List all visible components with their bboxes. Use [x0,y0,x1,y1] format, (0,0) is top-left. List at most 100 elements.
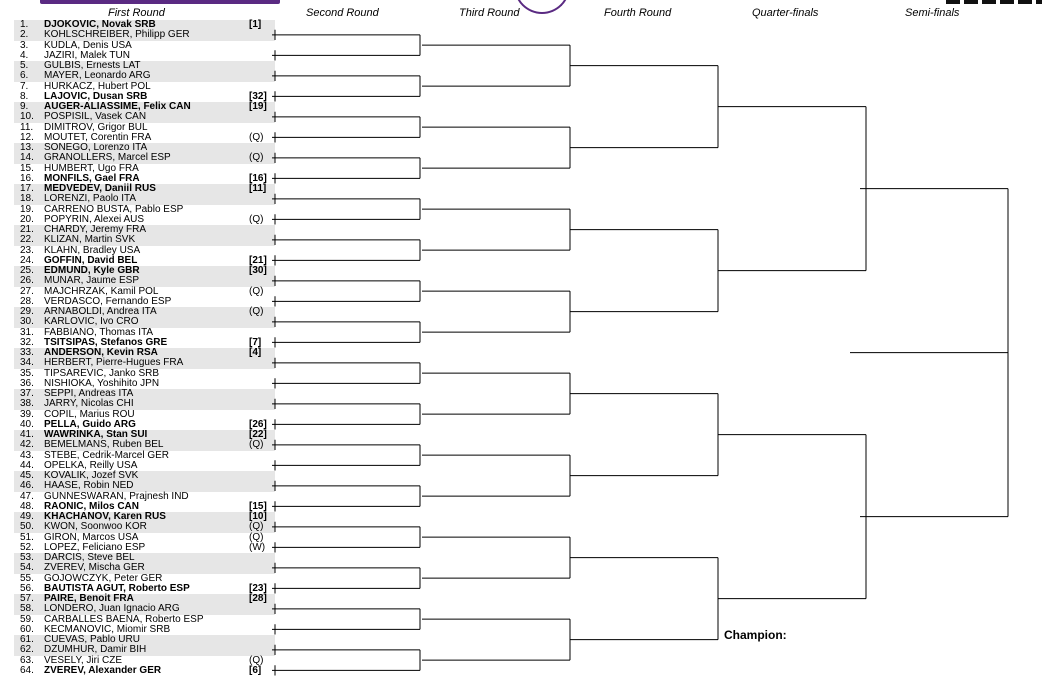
player-name: HAASE, Robin NED [44,480,134,492]
draw-entry: 59.CARBALLES BAENA, Roberto ESP [0,613,275,625]
player-name: OPELKA, Reilly USA [44,459,138,471]
draw-entry: 32.TSITSIPAS, Stefanos GRE[7] [0,337,275,348]
brand-logo [946,0,1042,4]
draw-entry: 49.KHACHANOV, Karen RUS[10] [0,511,275,523]
draw-position: 45. [20,470,34,481]
player-name: DARCIS, Steve BEL [44,552,135,563]
seed-tag: [21] [249,254,267,266]
draw-entry: 38.JARRY, Nicolas CHI [0,398,275,410]
player-name: BAUTISTA AGUT, Roberto ESP [44,582,190,594]
draw-position: 44. [20,459,34,471]
draw-entry: 26.MUNAR, Jaume ESP [0,275,275,287]
player-name: COPIL, Marius ROU [44,408,135,420]
seed-tag: [23] [249,582,267,594]
draw-position: 42. [20,439,34,451]
player-name: WAWRINKA, Stan SUI [44,429,148,440]
draw-entry: 25.EDMUND, Kyle GBR[30] [0,265,275,277]
player-name: GOFFIN, David BEL [44,254,138,266]
draw-entry: 4.JAZIRI, Malek TUN [0,50,275,61]
draw-position: 19. [20,203,34,215]
draw-position: 39. [20,408,34,420]
player-name: DZUMHUR, Damir BIH [44,644,147,656]
player-name: PAIRE, Benoit FRA [44,593,134,604]
player-name: GOJOWCZYK, Peter GER [44,572,163,584]
draw-position: 25. [20,265,34,276]
draw-entry: 60.KECMANOVIC, Miomir SRB [0,623,275,635]
player-name: NISHIOKA, Yoshihito JPN [44,377,160,389]
draw-entry: 13.SONEGO, Lorenzo ITA [0,142,275,154]
row-shade [14,481,275,492]
draw-entry: 47.GUNNESWARAN, Prajnesh IND [0,491,275,502]
draw-entry: 28.VERDASCO, Fernando ESP [0,296,275,307]
draw-position: 57. [20,593,34,604]
player-name: KUDLA, Denis USA [44,39,132,51]
draw-entry: 41.WAWRINKA, Stan SUI[22] [0,429,275,441]
seed-tag: (W) [249,541,266,553]
draw-position: 21. [20,224,34,235]
draw-position: 36. [20,377,34,389]
draw-entry: 33.ANDERSON, Kevin RSA[4] [0,347,275,359]
row-shade [14,440,275,451]
draw-entry: 20.POPYRIN, Alexei AUS(Q) [0,213,275,225]
draw-position: 24. [20,254,34,266]
player-name: MAYER, Leonardo ARG [44,70,151,82]
seed-tag: (Q) [249,521,264,533]
draw-entry: 5.GULBIS, Ernests LAT [0,60,275,72]
draw-entry: 56.BAUTISTA AGUT, Roberto ESP[23] [0,582,275,594]
row-shade [14,235,275,246]
draw-position: 5. [20,60,29,71]
player-name: PELLA, Guido ARG [44,418,136,430]
draw-entry: 40.PELLA, Guido ARG[26] [0,418,275,430]
draw-entry: 36. NISHIOKA, Yoshihito JPN [0,377,275,389]
player-name: GRANOLLERS, Marcel ESP [44,152,171,164]
player-name: AUGER-ALIASSIME, Felix CAN [44,101,191,112]
draw-position: 55. [20,572,34,584]
draw-position: 43. [20,449,34,461]
draw-entry: 14.GRANOLLERS, Marcel ESP(Q) [0,152,275,164]
round-header-first: First Round [108,7,165,19]
player-name: SEPPI, Andreas ITA [44,388,134,399]
row-shade [14,512,275,523]
row-shade [14,266,275,277]
draw-position: 53. [20,552,34,563]
player-name: SONEGO, Lorenzo ITA [44,142,148,153]
seed-tag: [22] [249,429,267,440]
draw-entry: 2.KOHLSCHREIBER, Philipp GER [0,29,275,41]
player-name: GIRON, Marcos USA [44,531,139,543]
seed-tag: [30] [249,265,267,276]
player-name: ZVEREV, Mischa GER [44,562,145,574]
player-name: KLIZAN, Martin SVK [44,234,136,246]
draw-position: 58. [20,603,34,615]
draw-entry: 19.CARRENO BUSTA, Pablo ESP [0,203,275,215]
player-name: MEDVEDEV, Daniil RUS [44,183,156,194]
player-name: POPYRIN, Alexei AUS [44,213,145,225]
draw-entry: 50.KWON, Soonwoo KOR(Q) [0,521,275,533]
draw-entry: 27.MAJCHRZAK, Kamil POL(Q) [0,286,275,297]
draw-position: 22. [20,234,34,246]
row-shade [14,317,275,328]
seed-tag: (Q) [249,152,264,164]
player-name: LONDERO, Juan Ignacio ARG [44,603,180,615]
draw-position: 30. [20,316,34,328]
player-name: LOPEZ, Feliciano ESP [44,541,146,553]
row-shade [14,20,275,31]
player-name: POSPISIL, Vasek CAN [44,111,147,123]
draw-position: 2. [20,29,29,41]
player-name: HERBERT, Pierre-Hugues FRA [44,357,184,369]
draw-entry: 42.BEMELMANS, Ruben BEL(Q) [0,439,275,451]
row-shade [14,522,275,533]
row-shade [14,399,275,410]
draw-entry: 44. OPELKA, Reilly USA [0,459,275,471]
draw-position: 59. [20,613,34,625]
draw-position: 60. [20,623,34,635]
champion-label: Champion: [724,628,787,642]
first-round-draw-list: 1.DJOKOVIC, Novak SRB[1]2.KOHLSCHREIBER,… [0,19,275,676]
draw-entry: 24. GOFFIN, David BEL [21] [0,254,275,266]
player-name: ANDERSON, Kevin RSA [44,347,158,358]
seed-tag: [15] [249,500,267,512]
seed-tag: (Q) [249,306,264,317]
draw-position: 64. [20,664,34,676]
draw-entry: 57.PAIRE, Benoit FRA[28] [0,593,275,605]
draw-entry: 35.TIPSAREVIC, Janko SRB [0,368,275,379]
draw-entry: 16.MONFILS, Gael FRA[16] [0,173,275,184]
